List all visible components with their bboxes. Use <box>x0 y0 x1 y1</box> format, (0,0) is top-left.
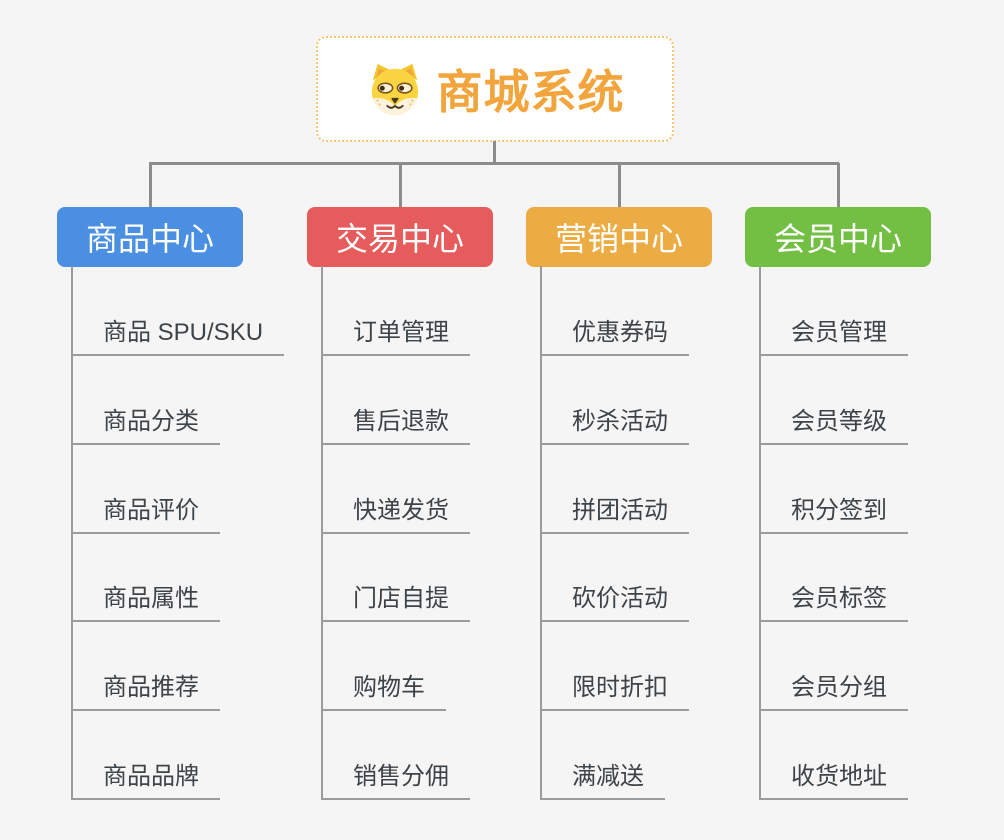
leaf-node[interactable]: 快递发货 <box>321 494 470 534</box>
leaf-node[interactable]: 商品 SPU/SKU <box>71 316 285 356</box>
leaf-node[interactable]: 会员标签 <box>759 582 908 622</box>
connector-horizontal <box>149 162 839 165</box>
leaf-node[interactable]: 售后退款 <box>321 405 470 445</box>
branch-label: 会员中心 <box>773 221 902 257</box>
connector-root-stub <box>493 141 496 163</box>
root-node[interactable]: 商城系统 <box>316 36 674 142</box>
leaf-node[interactable]: 限时折扣 <box>540 671 689 711</box>
connector-branch-stub <box>836 163 840 207</box>
branch-label: 商品中心 <box>85 221 214 257</box>
branch-node-3[interactable]: 营销中心 <box>526 207 712 267</box>
branch-node-4[interactable]: 会员中心 <box>745 207 931 267</box>
branch-label: 交易中心 <box>335 221 464 257</box>
connector-branch-stub <box>617 163 621 207</box>
leaf-node[interactable]: 商品属性 <box>71 582 220 622</box>
branch-node-2[interactable]: 交易中心 <box>307 207 493 267</box>
leaf-node[interactable]: 收货地址 <box>759 760 908 800</box>
root-title: 商城系统 <box>436 66 625 118</box>
leaf-node[interactable]: 拼团活动 <box>540 494 689 534</box>
leaf-node[interactable]: 积分签到 <box>759 494 908 534</box>
leaf-node[interactable]: 优惠券码 <box>540 316 689 356</box>
leaf-node[interactable]: 门店自提 <box>321 582 470 622</box>
branch-label: 营销中心 <box>554 221 683 257</box>
leaf-node[interactable]: 满减送 <box>540 760 665 800</box>
leaf-node[interactable]: 商品分类 <box>71 405 220 445</box>
connector-branch-stub <box>148 163 152 207</box>
leaf-node[interactable]: 商品品牌 <box>71 760 220 800</box>
leaf-node[interactable]: 商品推荐 <box>71 671 220 711</box>
leaf-node[interactable]: 销售分佣 <box>321 760 470 800</box>
leaf-node[interactable]: 会员分组 <box>759 671 908 711</box>
connector-branch-stub <box>398 163 402 207</box>
leaf-node[interactable]: 砍价活动 <box>540 582 689 622</box>
dog-face-icon <box>366 62 424 116</box>
leaf-node[interactable]: 购物车 <box>321 671 446 711</box>
leaf-node[interactable]: 秒杀活动 <box>540 405 689 445</box>
leaf-node[interactable]: 会员管理 <box>759 316 908 356</box>
leaf-node[interactable]: 商品评价 <box>71 494 220 534</box>
branch-node-1[interactable]: 商品中心 <box>57 207 243 267</box>
leaf-node[interactable]: 会员等级 <box>759 405 908 445</box>
leaf-node[interactable]: 订单管理 <box>321 316 470 356</box>
